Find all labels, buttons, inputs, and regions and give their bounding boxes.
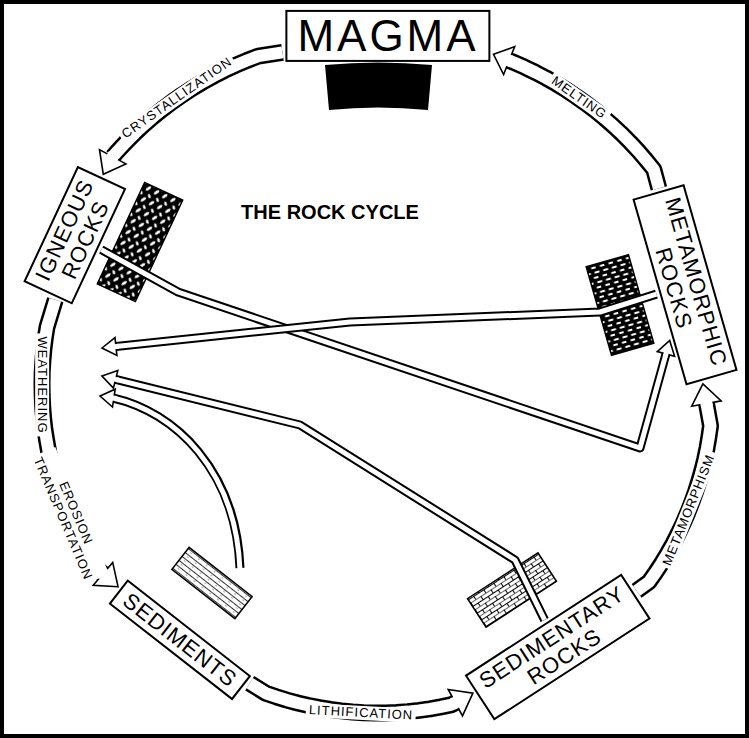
process-label: METAMORPHISM (659, 450, 719, 571)
arrow-outline (509, 61, 659, 189)
cycle-arrow (100, 52, 283, 174)
arrow-head (100, 150, 126, 175)
rock-type-banner: SEDIMENTARY ROCKS (465, 573, 652, 721)
arrow-join (453, 702, 457, 704)
banner-text: MAGMA (297, 13, 478, 59)
process-note-text: EROSION TRANSPORTATION (30, 450, 108, 582)
banner-text: METAMORPHIC ROCKS (639, 195, 731, 375)
cycle-arrow (494, 47, 659, 189)
arrow-body (509, 61, 659, 189)
arrow-body (113, 52, 283, 156)
process-label: WEATHERING (35, 333, 49, 436)
arrow-outline (101, 250, 666, 448)
rock-type-banner: METAMORPHIC ROCKS (632, 184, 738, 386)
banner-text: IGNEOUS ROCKS (31, 176, 119, 294)
arrow-join (112, 154, 114, 158)
shortcut-arrow (101, 250, 674, 448)
arrow-body (116, 294, 657, 346)
return-arrow-join (112, 395, 117, 401)
magma-banner: MAGMA (285, 10, 490, 62)
diagram-title: THE ROCK CYCLE (241, 201, 419, 224)
shortcut-arrow (102, 294, 656, 355)
arrow-body (116, 379, 545, 620)
return-arrow-body (113, 398, 240, 570)
arrow-outline (116, 294, 657, 346)
arrow-head (692, 384, 722, 406)
arrow-outline (116, 379, 545, 620)
banner-text: SEDIMENTARY ROCKS (475, 582, 641, 712)
process-label: LITHIFICATION (305, 703, 416, 723)
arrow-join (700, 402, 713, 407)
process-note: EROSION TRANSPORTATION (29, 447, 109, 585)
banner-text: SEDIMENTS (119, 589, 241, 692)
arrow-head (448, 690, 473, 716)
arrow-join (114, 379, 119, 380)
arrow-head (102, 371, 118, 389)
magma-block (325, 63, 432, 111)
process-label: CRYSTALLIZATION (117, 53, 238, 143)
arrow-join (114, 344, 119, 350)
arrow-head (657, 341, 674, 357)
process-label: MELTING (546, 72, 611, 124)
arrow-body (101, 250, 666, 448)
arrow-join (665, 352, 666, 357)
rock-type-banner: IGNEOUS ROCKS (23, 165, 126, 304)
arrow-outline (113, 52, 283, 156)
shortcut-arrow (102, 371, 545, 620)
arrow-join (507, 60, 512, 62)
arrow-head (494, 47, 515, 75)
rock-type-banner: SEDIMENTS (108, 579, 251, 700)
